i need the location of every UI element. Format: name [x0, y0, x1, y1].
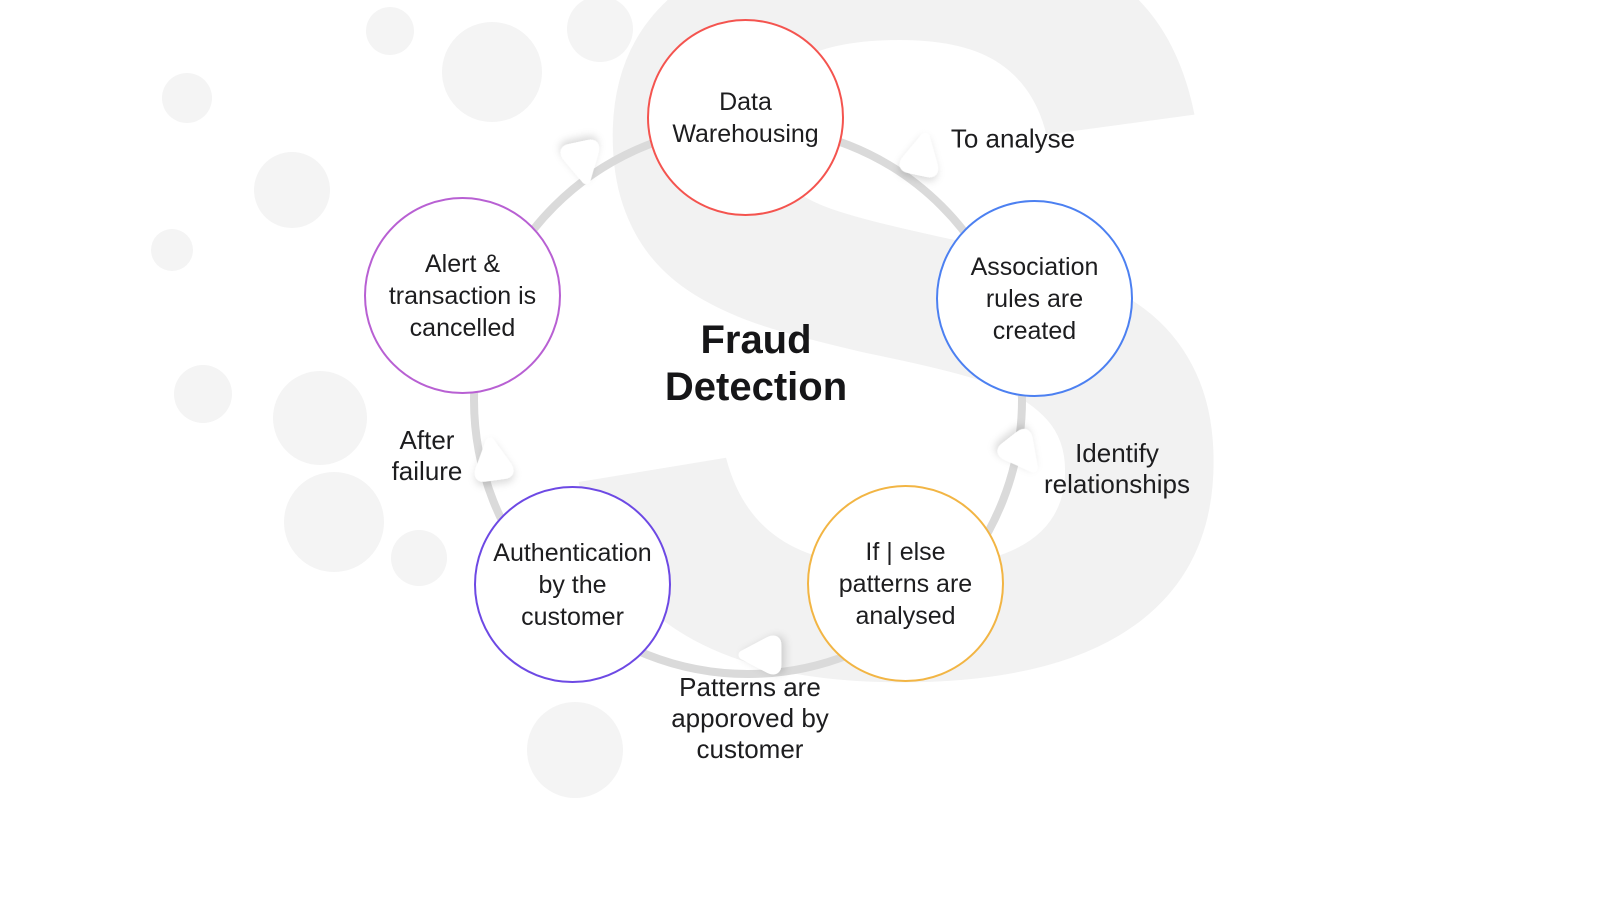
node-association-rules-label: Association rules are created — [970, 252, 1099, 345]
decorative-dot — [284, 472, 384, 572]
node-association-rules: Association rules are created — [936, 200, 1133, 397]
decorative-dot — [366, 7, 414, 55]
node-alert-cancelled-label: Alert & transaction is cancelled — [388, 249, 537, 342]
decorative-dot — [174, 365, 232, 423]
node-if-else-patterns: If | else patterns are analysed — [807, 485, 1004, 682]
decorative-dot — [442, 22, 542, 122]
decorative-dot — [162, 73, 212, 123]
node-alert-cancelled: Alert & transaction is cancelled — [364, 197, 561, 394]
flow-arrow-warehousing-to-association — [903, 134, 939, 173]
decorative-dot — [567, 0, 633, 62]
node-authentication: Authentication by the customer — [474, 486, 671, 683]
decorative-dot — [254, 152, 330, 228]
node-data-warehousing-label: Data Warehousing — [672, 87, 819, 148]
flow-arrow-patterns-to-authentication — [743, 640, 777, 670]
edge-label-after-failure: After failure — [391, 424, 463, 486]
node-authentication-label: Authentication by the customer — [493, 538, 652, 631]
decorative-dot — [527, 702, 623, 798]
edge-label-to-analyse: To analyse — [950, 123, 1076, 154]
decorative-dot — [151, 229, 193, 271]
diagram-title: Fraud Detection — [664, 318, 848, 409]
node-data-warehousing: Data Warehousing — [647, 19, 844, 216]
fraud-detection-cycle-diagram: S Data War — [151, 0, 1255, 835]
decorative-dot — [391, 530, 447, 586]
edge-label-identify-relationships: Identify relationships — [1044, 437, 1190, 499]
edge-label-patterns-approved: Patterns are apporoved by customer — [671, 672, 829, 765]
decorative-dot — [273, 371, 367, 465]
node-if-else-patterns-label: If | else patterns are analysed — [838, 537, 973, 630]
